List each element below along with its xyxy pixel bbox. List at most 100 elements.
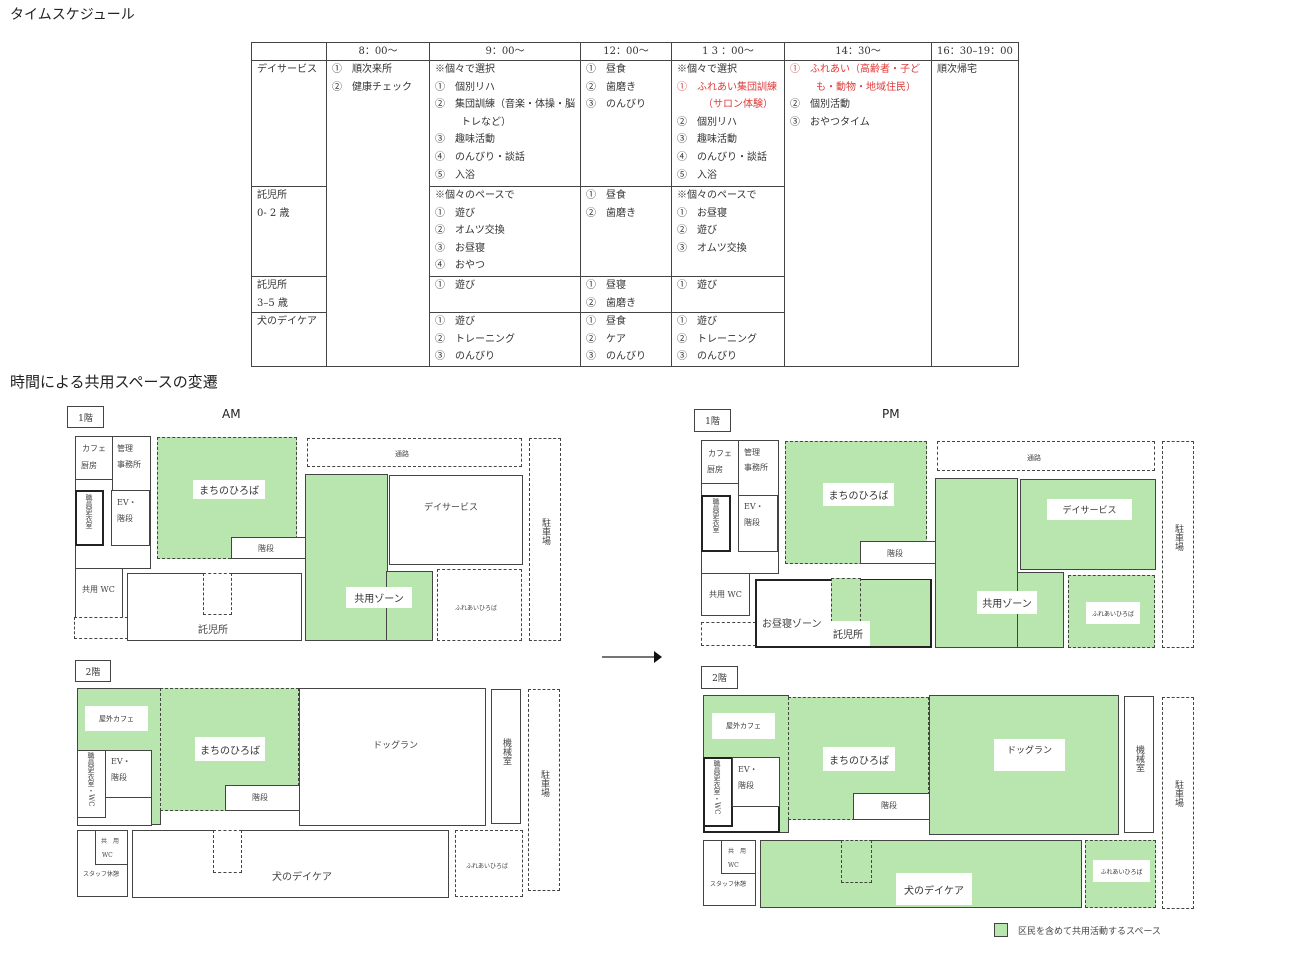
floor-label: 2階 <box>701 666 738 689</box>
room-label: EV・ <box>111 757 131 766</box>
cell-line: ② 遊び <box>677 225 717 237</box>
cell-line: ③ お昼寝 <box>435 242 485 254</box>
cell-line: ② 集団訓練（音楽・体操・脳 <box>435 99 575 111</box>
room-locker <box>75 490 104 546</box>
cell-line: ① 昼寝 <box>586 280 626 291</box>
room-label: 共 用 <box>101 838 120 845</box>
dashed-area <box>841 840 872 883</box>
transition-title: 時間による共用スペースの変遷 <box>10 373 218 391</box>
room-day-service <box>389 475 523 565</box>
room-label: 厨房 <box>707 465 723 474</box>
room-label: 職員更衣室 <box>85 494 93 529</box>
room-cafe-kitchen <box>75 436 113 480</box>
cell-line: ④ のんびり・談話 <box>677 151 767 163</box>
room-label: 管理 <box>744 448 760 457</box>
dashed-area <box>831 578 861 622</box>
cell-line: ① 昼食 <box>586 64 626 75</box>
am-label: AM <box>222 407 241 421</box>
room-office <box>112 436 151 491</box>
room-label: 託児所 <box>826 621 870 646</box>
room-wc <box>95 830 128 865</box>
schedule-title: タイムスケジュール <box>10 7 135 23</box>
room-dog-run <box>299 688 486 826</box>
cell-line: 託児所 <box>257 190 287 201</box>
cell-line: ③ 趣味活動 <box>677 134 737 146</box>
cell-1630: 順次帰宅 <box>931 60 1019 367</box>
room-ev-stairs <box>732 757 780 807</box>
cell-line: ※個々で選択 <box>677 64 737 75</box>
room-fureai-hiroba <box>437 569 522 641</box>
room-locker-wc <box>77 750 106 818</box>
room-label: カフェ <box>82 444 106 453</box>
room-label: 共 用 <box>728 848 747 855</box>
cell-line: ② オムツ交換 <box>435 225 505 237</box>
room-label: スタッフ休憩 <box>83 871 120 878</box>
room-label: 犬のデイケア <box>272 872 332 883</box>
floor-label: 1階 <box>67 406 104 428</box>
room-label: 機械室 <box>501 738 511 765</box>
cell-line: ② 健康チェック <box>332 81 412 93</box>
room-wc <box>701 573 750 616</box>
header-cell: 9：00〜 <box>429 42 581 61</box>
room-label: まちのひろば <box>195 737 265 761</box>
room-label: 階段 <box>252 793 268 802</box>
cell-line: ① 遊び <box>435 316 475 328</box>
room-fureai-hiroba <box>455 830 523 897</box>
cell-line: ① ふれあい集団訓練 <box>677 81 777 93</box>
cell-1200: ① 昼寝 ② 歯磨き <box>580 275 672 314</box>
room-label: EV・ <box>117 498 137 507</box>
cell-line: ① 遊び <box>677 280 717 291</box>
room-wc <box>721 840 756 874</box>
cell-line: ② 歯磨き <box>586 297 636 309</box>
room-label: 通路 <box>395 450 409 458</box>
cell-line: ① 昼食 <box>586 316 626 328</box>
room-label: ふれあいひろば <box>1093 860 1150 882</box>
cell-line: ③ のんびり <box>677 351 737 363</box>
cell-line: 3–5 歳 <box>257 297 288 309</box>
cell-0900: ① 遊び <box>429 275 581 314</box>
table-header-row: 8：00〜 9：00〜 12：00〜 1 3 ：00〜 14：30〜 16：30… <box>251 42 1019 61</box>
cell-line: ⑤ 入浴 <box>677 169 717 181</box>
room-label: 階段 <box>744 518 760 527</box>
room-label: 犬のデイケア <box>896 873 972 905</box>
transition-arrow-icon <box>602 648 662 667</box>
cell-line: ① 遊び <box>435 280 475 291</box>
row-label: 犬のデイケア <box>251 312 327 367</box>
room-label: 職員更衣室・WC <box>87 752 95 807</box>
floor-label: 1階 <box>694 409 731 432</box>
cell-line: ④ のんびり・談話 <box>435 151 525 163</box>
cell-line: ② 個別活動 <box>790 99 850 111</box>
cell-line: トレなど） <box>461 116 511 128</box>
room-label: 階段 <box>881 801 897 810</box>
cell-line: ※個々で選択 <box>435 64 495 75</box>
room-label: 駐車場 <box>540 518 550 545</box>
header-cell: 1 3 ：00〜 <box>671 42 785 61</box>
room-passage <box>307 438 522 467</box>
room-parking <box>529 438 561 641</box>
cell-line: ③ 趣味活動 <box>435 134 495 146</box>
room-dog-daycare <box>132 830 449 898</box>
room-parking <box>1162 697 1194 909</box>
room-label: 階段 <box>111 773 127 782</box>
room-label: デイサービス <box>424 503 479 513</box>
room-label: 厨房 <box>81 461 97 470</box>
room-ev-stairs <box>111 490 150 546</box>
room-label: 機械室 <box>1134 745 1144 772</box>
room-label: EV・ <box>738 765 758 774</box>
room-label: 共用ゾーン <box>977 591 1037 614</box>
room-label: 事務所 <box>117 460 141 469</box>
cell-line: ② ケア <box>586 333 626 345</box>
cell-1300: ① 遊び <box>671 275 785 314</box>
cell-line: ③ おやつタイム <box>790 116 870 128</box>
legend-label: 区民を含めて共用活動するスペース <box>1018 927 1161 937</box>
header-cell: 12：00〜 <box>580 42 672 61</box>
